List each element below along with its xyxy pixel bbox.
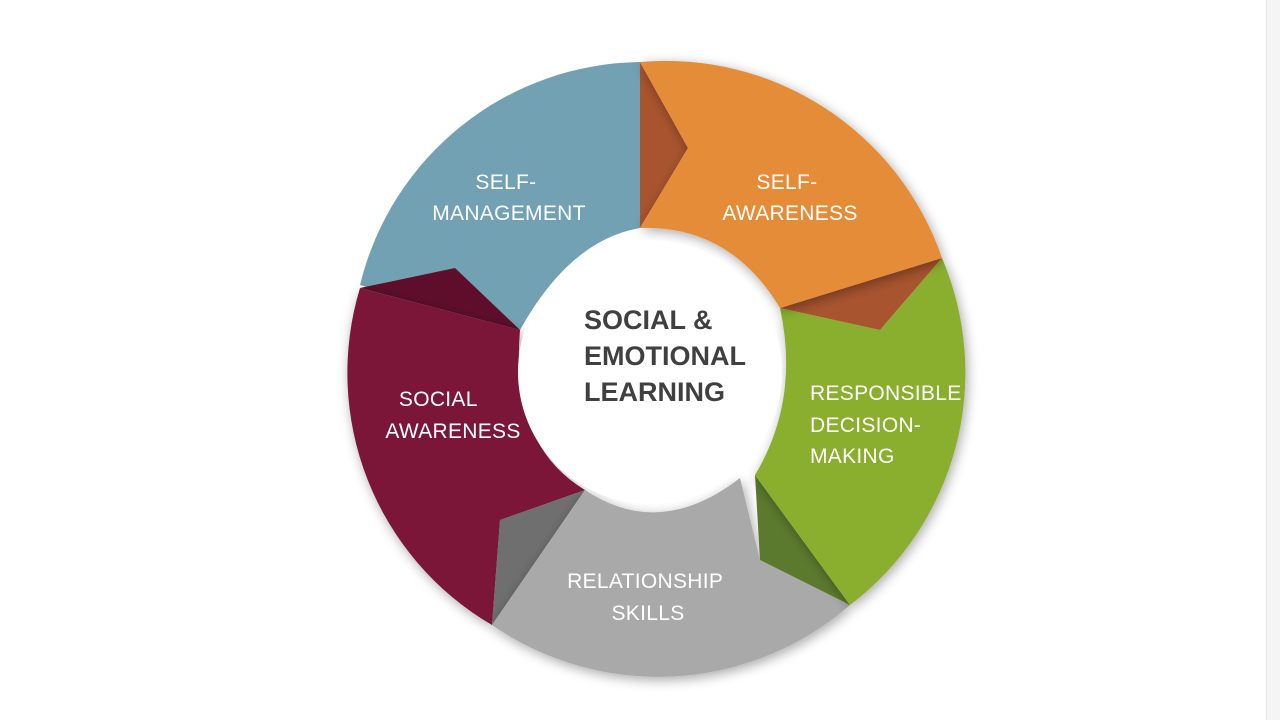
segment-social-awareness-shade <box>360 268 520 330</box>
segment-social-awareness-label: SOCIAL AWARENESS <box>385 388 520 443</box>
segment-self-awareness-shade <box>780 258 942 330</box>
segment-self-awareness: SELF- AWARENESS <box>640 60 942 330</box>
segment-responsible-decision-making-label: RESPONSIBLE DECISION- MAKING <box>810 382 968 468</box>
segment-responsible-decision-making: RESPONSIBLE DECISION- MAKING <box>755 258 968 605</box>
segment-self-awareness-shape <box>640 60 942 309</box>
center-title: SOCIAL & EMOTIONAL LEARNING <box>584 305 753 407</box>
segment-relationship-skills: RELATIONSHIP SKILLS <box>492 478 850 677</box>
segment-self-management-shape <box>360 62 640 330</box>
segment-relationship-skills-shape <box>492 478 850 677</box>
segment-relationship-skills-label: RELATIONSHIP SKILLS <box>567 570 729 625</box>
segment-social-awareness-shape <box>347 288 585 625</box>
segment-responsible-decision-making-shape <box>755 258 966 605</box>
segment-self-awareness-label: SELF- AWARENESS <box>722 171 857 225</box>
segment-self-management: SELF- MANAGEMENT <box>360 62 640 330</box>
window-edge-strip <box>1266 0 1280 720</box>
segment-self-management-label: SELF- MANAGEMENT <box>432 171 586 225</box>
segment-social-awareness: SOCIAL AWARENESS <box>347 268 585 625</box>
center-hub <box>518 240 782 504</box>
segment-self-awareness-dark-edge <box>640 62 688 228</box>
